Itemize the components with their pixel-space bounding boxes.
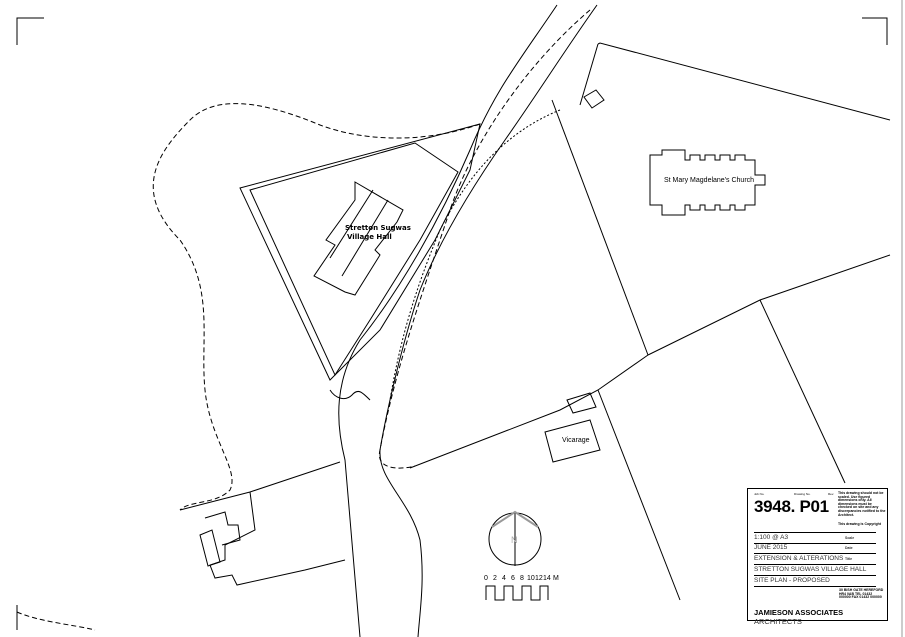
- firm-address: 30 BISH GATE HEREFORD HR4 0AB TEL 01432 …: [839, 588, 884, 600]
- scaling-note: This drawing should not be scaled. Use f…: [838, 491, 886, 517]
- north-label: N: [511, 535, 518, 545]
- title-row-3: SITE PLAN - PROPOSED: [754, 576, 876, 587]
- firm-name: JAMIESON ASSOCIATES ARCHITECTS: [754, 608, 887, 626]
- title-label: Title: [845, 557, 853, 561]
- scale-value: 1:100 @ A3: [754, 534, 789, 541]
- scale-unit: M: [553, 575, 559, 582]
- title-row-2: STRETTON SUGWAS VILLAGE HALL: [754, 565, 876, 576]
- title-block: Job No. Drawing No. Rev. 3948. P01 This …: [747, 488, 888, 626]
- scale-row: 1:100 @ A3 Scale: [754, 532, 876, 544]
- rev-label: Rev.: [828, 492, 834, 496]
- date-label: Date: [845, 546, 853, 550]
- scale-tick-14: 14: [543, 575, 551, 582]
- village-hall-plot: [239, 123, 481, 401]
- scale-tick-10: 10: [527, 575, 535, 582]
- scale-tick-2: 2: [493, 575, 497, 582]
- job-no-label: Job No.: [754, 492, 765, 496]
- firm-name-light: ARCHITECTS: [754, 617, 802, 626]
- scale-label: Scale: [845, 536, 855, 540]
- dashed-boundary: [16, 9, 591, 631]
- scale-tick-12: 12: [535, 575, 543, 582]
- vicarage-label: Vicarage: [562, 437, 590, 444]
- church-plot: [579, 42, 891, 216]
- scale-bar: 0 2 4 6 8 10 12 14 M: [484, 575, 559, 601]
- date-value: JUNE 2015: [754, 544, 788, 551]
- field-boundaries: [409, 99, 891, 601]
- drawing-number: 3948. P01: [754, 497, 829, 516]
- title-line-1: EXTENSION & ALTERATIONS: [754, 555, 844, 562]
- title-line-3: SITE PLAN - PROPOSED: [754, 577, 830, 584]
- church-label: St Mary Magdelane's Church: [664, 177, 754, 184]
- date-row: JUNE 2015 Date: [754, 543, 876, 554]
- village-hall-label-line1: Stretton Sugwas: [345, 224, 411, 232]
- houses: [179, 461, 346, 586]
- scale-tick-0: 0: [484, 575, 488, 582]
- title-line-2: STRETTON SUGWAS VILLAGE HALL: [754, 566, 867, 573]
- north-arrow: N: [488, 510, 542, 566]
- firm-name-bold: JAMIESON ASSOCIATES: [754, 608, 844, 617]
- scale-tick-6: 6: [511, 575, 515, 582]
- village-hall-label-line2: Village Hall: [347, 233, 392, 241]
- scale-tick-4: 4: [502, 575, 506, 582]
- copyright-note: This drawing is Copyright: [838, 522, 881, 526]
- drawing-no-label: Drawing No.: [794, 492, 811, 496]
- road: [338, 4, 598, 637]
- crop-marks: [16, 17, 888, 630]
- scale-tick-8: 8: [520, 575, 524, 582]
